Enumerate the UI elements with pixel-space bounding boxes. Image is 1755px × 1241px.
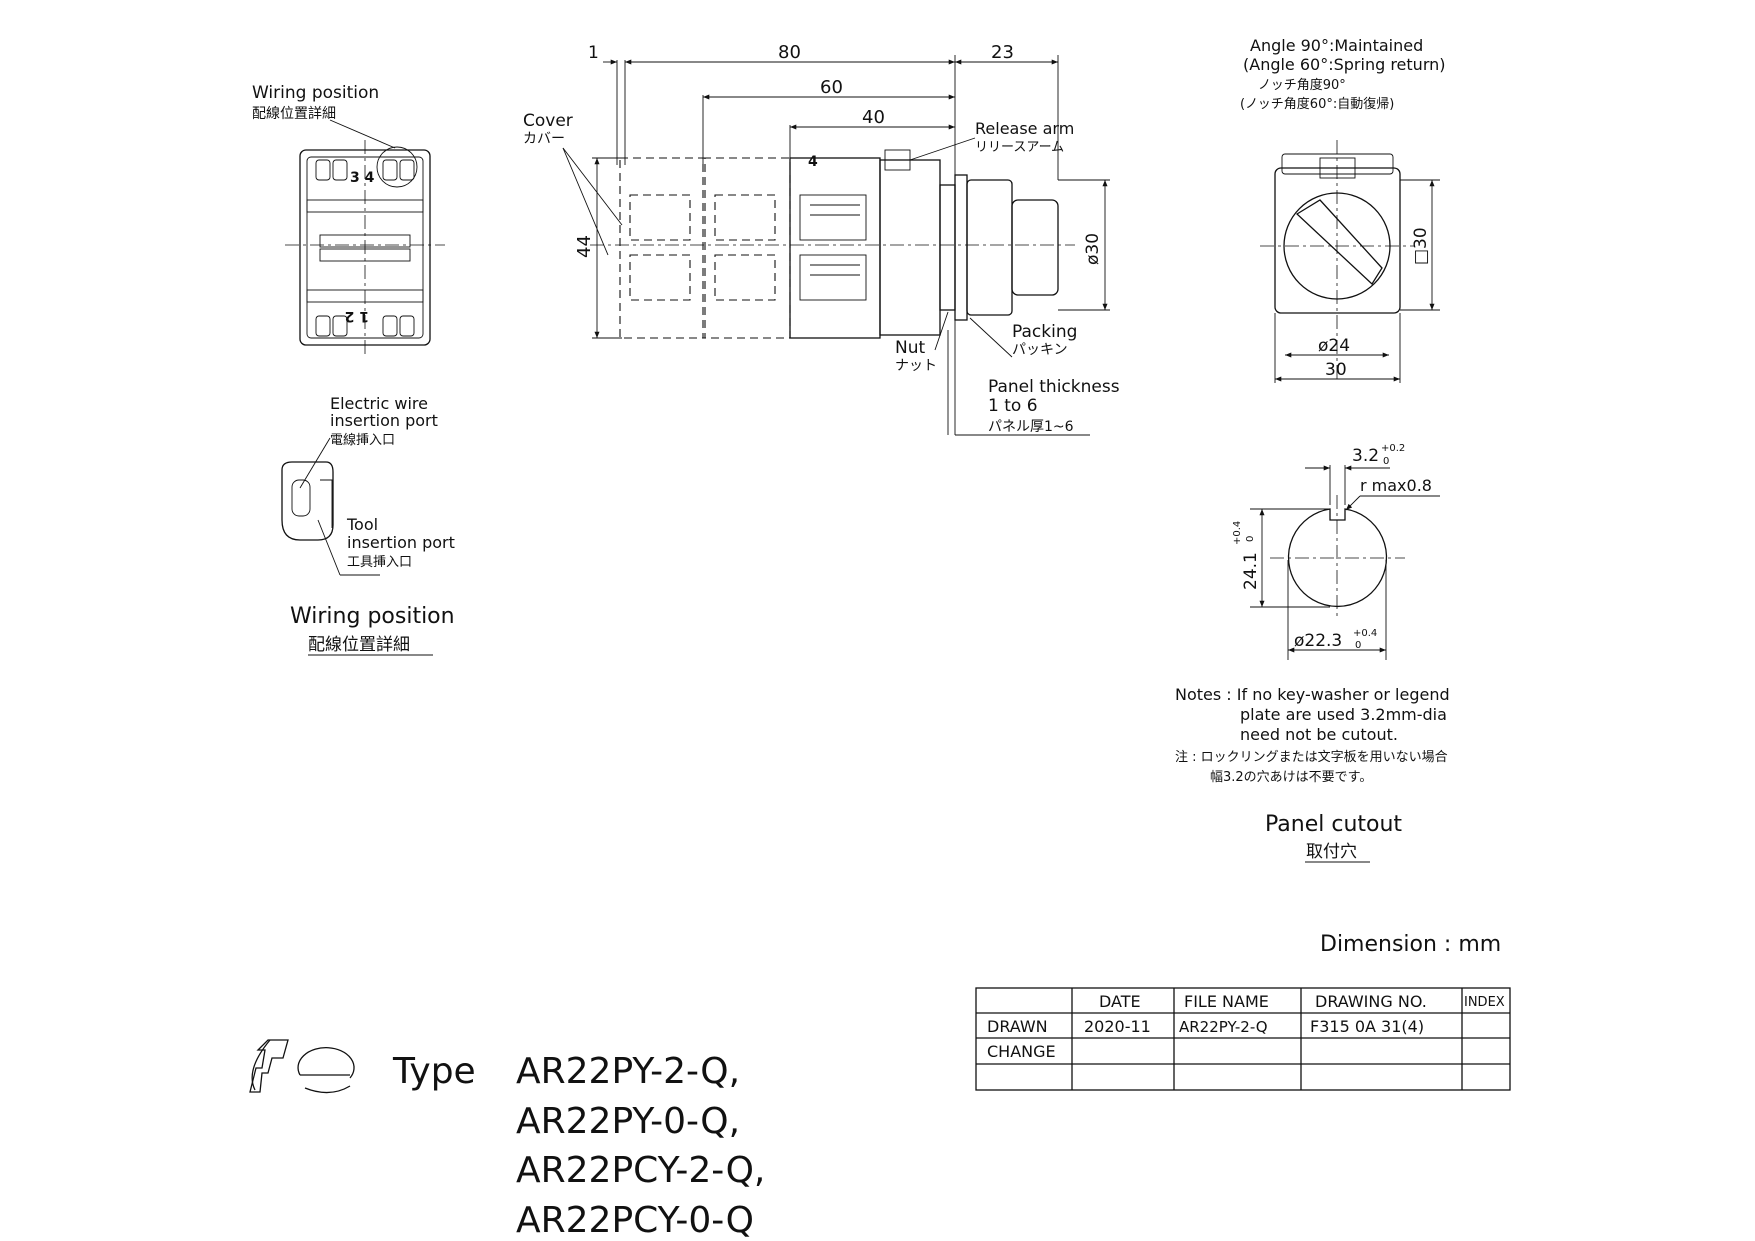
wire-port-label-2: insertion port <box>330 411 438 430</box>
panel-thickness-label-1: Panel thickness <box>988 377 1120 397</box>
tb-row-drawn-drawingno: F315 0A 31(4) <box>1310 1017 1424 1036</box>
angle-label-ja-2: (ノッチ角度60°:自動復帰) <box>1240 96 1394 112</box>
dim-223-tol: +0.4 <box>1353 628 1377 639</box>
contact-block-solid <box>799 194 867 301</box>
angle-label-1: Angle 90°:Maintained <box>1250 36 1423 55</box>
model-line-2: AR22PY-0-Q, <box>516 1101 740 1142</box>
dim-32: 3.2 <box>1352 446 1379 466</box>
model-line-4: AR22PCY-0-Q <box>516 1200 754 1241</box>
dim-23: 23 <box>991 42 1014 63</box>
terminal-row-bottom <box>315 315 415 337</box>
terminal-row-top <box>315 146 418 188</box>
wiring-rear-view: Wiring position 配線位置詳細 3 4 1 2 <box>252 83 445 355</box>
notes-line-1: Notes : If no key-washer or legend <box>1175 685 1450 704</box>
dim-front-30: 30 <box>1325 360 1347 380</box>
tool-port-label-ja: 工具挿入口 <box>347 555 412 570</box>
cover-label-ja: カバー <box>523 131 565 147</box>
notes-ja-2: 幅3.2の穴あけは不要です。 <box>1210 770 1372 785</box>
dim-223-tol2: 0 <box>1355 640 1361 651</box>
selector-handle <box>1295 199 1383 286</box>
dim-dia30: ø30 <box>1083 233 1103 265</box>
rmax-label: r max0.8 <box>1360 476 1432 495</box>
wiring-label-en: Wiring position <box>252 83 379 103</box>
tb-header-date: DATE <box>1099 992 1141 1011</box>
release-arm-label-ja: リリースアーム <box>975 140 1064 155</box>
fe-logo <box>249 1039 355 1094</box>
dim-241-tol2: 0 <box>1245 536 1256 542</box>
tool-port-label-1: Tool <box>346 515 378 534</box>
notes-ja-1: 注 : ロックリングまたは文字板を用いない場合 <box>1175 750 1448 765</box>
panel-cutout: 3.2 +0.2 0 r max0.8 24.1 +0.4 0 ø22.3 +0… <box>1175 443 1450 863</box>
side-terminal-mark: 4 <box>808 154 818 170</box>
tb-row-drawn-date: 2020-11 <box>1084 1017 1151 1036</box>
dimension-unit: Dimension : mm <box>1320 932 1501 957</box>
tb-row-drawn-label: DRAWN <box>987 1017 1048 1036</box>
wiring-label-ja: 配線位置詳細 <box>252 106 336 122</box>
terminal-mark-bottom: 1 2 <box>345 308 369 324</box>
nut-label-en: Nut <box>895 338 925 358</box>
wire-port-label-ja: 電線挿入口 <box>330 432 395 448</box>
side-view: 1 80 23 60 40 4 <box>523 42 1120 436</box>
packing-label-en: Packing <box>1012 322 1077 342</box>
packing-label-ja: パッキン <box>1012 342 1068 358</box>
dim-1: 1 <box>588 43 599 63</box>
dim-80: 80 <box>778 42 801 63</box>
title-block: DATE FILE NAME DRAWING NO. INDEX DRAWN 2… <box>975 987 1511 1091</box>
dim-32-tol: +0.2 <box>1381 443 1405 454</box>
type-label: Type <box>392 1051 476 1092</box>
tb-header-index: INDEX <box>1464 995 1505 1010</box>
terminal-mark-top: 3 4 <box>350 170 375 186</box>
cutout-caption-ja: 取付穴 <box>1306 842 1357 862</box>
model-line-1: AR22PY-2-Q, <box>516 1051 740 1092</box>
dim-241: 24.1 <box>1241 552 1261 590</box>
type-block: Type AR22PY-2-Q, AR22PY-0-Q, AR22PCY-2-Q… <box>249 1039 765 1241</box>
dim-sq30: □30 <box>1411 227 1431 265</box>
cutout-caption-en: Panel cutout <box>1265 812 1402 837</box>
dim-44: 44 <box>574 235 595 258</box>
angle-label-2: (Angle 60°:Spring return) <box>1243 55 1446 74</box>
notes-line-2: plate are used 3.2mm-dia <box>1240 705 1447 724</box>
cover-label-en: Cover <box>523 111 573 131</box>
release-arm-label-en: Release arm <box>975 119 1074 138</box>
port-caption-en: Wiring position <box>290 604 455 629</box>
tb-header-filename: FILE NAME <box>1184 992 1269 1011</box>
dim-32-tol2: 0 <box>1383 456 1389 467</box>
tb-row-change-label: CHANGE <box>987 1042 1056 1061</box>
port-caption-ja: 配線位置詳細 <box>308 635 410 655</box>
port-detail: Electric wire insertion port 電線挿入口 Tool … <box>281 394 455 656</box>
panel-thickness-label-ja: パネル厚1~6 <box>988 419 1074 435</box>
angle-label-ja-1: ノッチ角度90° <box>1258 77 1346 93</box>
nut-label-ja: ナット <box>895 358 937 374</box>
dim-dia24: ø24 <box>1318 336 1350 356</box>
dim-241-tol: +0.4 <box>1232 521 1243 545</box>
model-line-3: AR22PCY-2-Q, <box>516 1150 765 1191</box>
dim-223: ø22.3 <box>1294 631 1342 651</box>
wire-port-label-1: Electric wire <box>330 394 428 413</box>
notes-line-3: need not be cutout. <box>1240 725 1398 744</box>
panel-thickness-label-2: 1 to 6 <box>988 396 1038 416</box>
dim-40: 40 <box>862 107 885 128</box>
dim-60: 60 <box>820 77 843 98</box>
front-view: Angle 90°:Maintained (Angle 60°:Spring r… <box>1240 36 1446 383</box>
tb-row-drawn-filename: AR22PY-2-Q <box>1179 1018 1268 1036</box>
tool-port-label-2: insertion port <box>347 533 455 552</box>
contact-block-dashed <box>629 194 776 301</box>
tb-header-drawingno: DRAWING NO. <box>1315 992 1427 1011</box>
